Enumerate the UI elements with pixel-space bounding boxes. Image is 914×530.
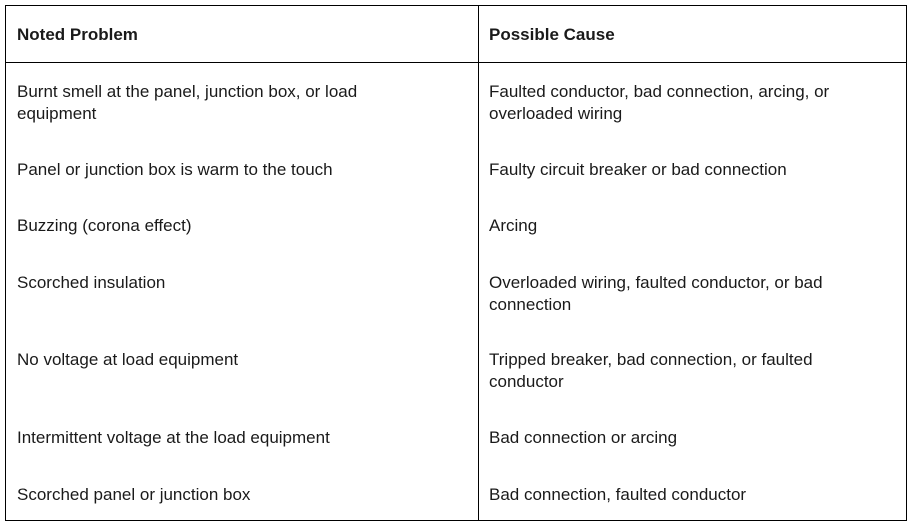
row-7-cause: Bad connection, faulted conductor	[489, 485, 747, 504]
row-3-problem: Buzzing (corona effect)	[17, 216, 192, 235]
row-4-problem: Scorched insulation	[17, 273, 166, 292]
row-6-problem: Intermittent voltage at the load equipme…	[17, 428, 330, 447]
row-2-problem: Panel or junction box is warm to the tou…	[17, 160, 333, 179]
row-2-cause: Faulty circuit breaker or bad connection	[489, 160, 787, 179]
header-divider	[6, 62, 906, 63]
row-3-cause: Arcing	[489, 216, 538, 235]
row-7-problem: Scorched panel or junction box	[17, 485, 251, 504]
row-5-cause: Tripped breaker, bad connection, or faul…	[489, 350, 813, 391]
troubleshooting-table: Noted Problem Possible Cause Burnt smell…	[5, 5, 907, 521]
row-6-cause: Bad connection or arcing	[489, 428, 678, 447]
row-1-problem: Burnt smell at the panel, junction box, …	[17, 82, 358, 123]
row-1-cause: Faulted conductor, bad connection, arcin…	[489, 82, 830, 123]
header-noted-problem: Noted Problem	[17, 25, 138, 44]
column-divider	[478, 6, 479, 520]
header-possible-cause: Possible Cause	[489, 25, 615, 44]
row-4-cause: Overloaded wiring, faulted conductor, or…	[489, 273, 823, 314]
row-5-problem: No voltage at load equipment	[17, 350, 239, 369]
